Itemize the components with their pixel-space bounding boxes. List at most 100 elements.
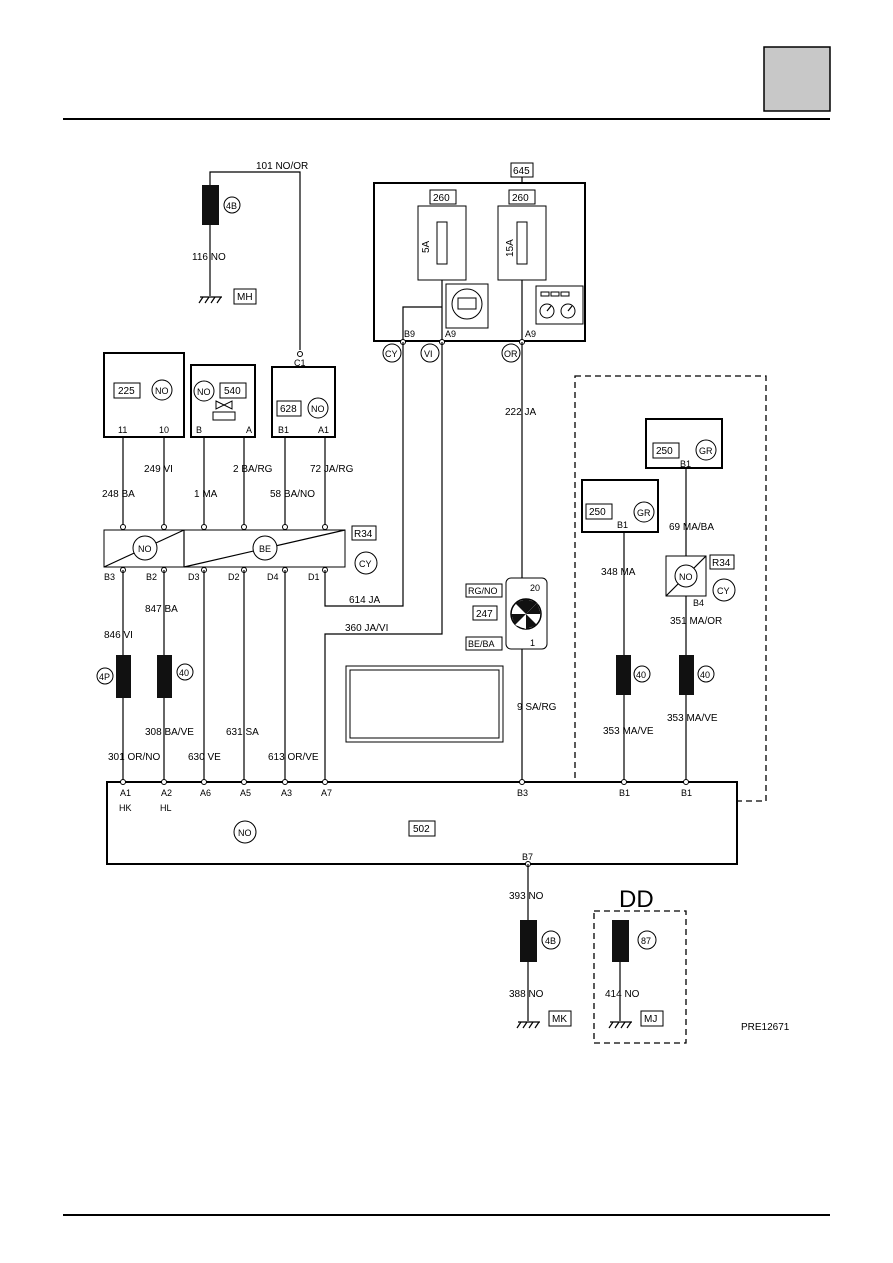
fuse2-id: 260 [512, 193, 529, 204]
pin-r34-d2: D2 [228, 572, 240, 582]
lamp-icon [510, 598, 542, 630]
ground-mj-symbol [608, 1021, 632, 1029]
ground-mh-label: MH [237, 292, 253, 303]
wire-72: 72 JA/RG [310, 464, 354, 475]
wire-222: 222 JA [505, 407, 536, 418]
pin-502-a1: A1 [120, 788, 131, 798]
section-tab [763, 46, 831, 112]
wire-630: 630 VE [188, 752, 221, 763]
r34-right-id: R34 [712, 558, 731, 569]
component-540-color: NO [197, 387, 211, 397]
pin-250-b: B1 [680, 459, 691, 469]
pin-r34-d3: D3 [188, 572, 200, 582]
component-247-id: 247 [476, 609, 493, 620]
pin-628-c1: C1 [294, 358, 306, 368]
r34-main-id: R34 [354, 529, 373, 540]
pin-r34-b3: B3 [104, 572, 115, 582]
wire-393: 393 NO [509, 891, 544, 902]
pin-502-a5: A5 [240, 788, 251, 798]
splice-87 [612, 920, 629, 962]
pin-645-a9-right: A9 [525, 329, 536, 339]
r34-right-inner: NO [679, 572, 693, 582]
splice-4b-top [202, 185, 219, 225]
pin-502-a7: A7 [321, 788, 332, 798]
pin-250-a: B1 [617, 520, 628, 530]
splice-4b-bottom-label: 4B [545, 936, 556, 946]
r34-main-left-color: NO [138, 544, 152, 554]
splice-87-label: 87 [641, 936, 651, 946]
ground-mk-symbol [516, 1021, 540, 1029]
wire-388: 388 NO [509, 989, 544, 1000]
pin-225-10: 10 [159, 425, 169, 435]
splice-4b-bottom [520, 920, 537, 962]
wire-414: 414 NO [605, 989, 640, 1000]
wire-353-a: 353 MA/VE [603, 726, 654, 737]
fuse2-rating: 15A [505, 239, 516, 257]
pin-502-a3: A3 [281, 788, 292, 798]
pin-628-a1: A1 [318, 425, 329, 435]
component-250-b-id: 250 [656, 446, 673, 457]
wire-301: 301 OR/NO [108, 752, 160, 763]
pin-502-b1-right: B1 [681, 788, 692, 798]
pin-540-b: B [196, 425, 202, 435]
pin-502-a6: A6 [200, 788, 211, 798]
component-502-color: NO [238, 828, 252, 838]
component-247-label-bottom: BE/BA [468, 639, 495, 649]
wire-348: 348 MA [601, 567, 636, 578]
splice-40-c [679, 655, 694, 695]
component-247-label-top: RG/NO [468, 586, 498, 596]
pin-645-b9: B9 [404, 329, 415, 339]
component-250-a-color: GR [637, 508, 651, 518]
wire-846: 846 VI [104, 630, 133, 641]
r34-main-color: CY [359, 559, 372, 569]
pin-502-hk: HK [119, 803, 132, 813]
splice-40-b-label: 40 [636, 670, 646, 680]
pin-225-11: 11 [118, 425, 127, 435]
pin-502-hl: HL [160, 803, 172, 813]
variant-label: DD [619, 886, 654, 913]
pin-r34-d1: D1 [308, 572, 320, 582]
pin-502-b7: B7 [522, 852, 533, 862]
wire-248: 248 BA [102, 489, 135, 500]
pin-247-1: 1 [530, 638, 535, 648]
fuse1-rating: 5A [421, 240, 432, 253]
splice-40-a [157, 655, 172, 698]
component-225-color: NO [155, 386, 169, 396]
pin-502-b1-left: B1 [619, 788, 630, 798]
pin-502-b3: B3 [517, 788, 528, 798]
wire-2: 2 BA/RG [233, 464, 273, 475]
component-540-id: 540 [224, 386, 241, 397]
wire-847: 847 BA [145, 604, 178, 615]
pin-540-a: A [246, 425, 252, 435]
component-250-b-color: GR [699, 446, 713, 456]
wire-351: 351 MA/OR [670, 616, 722, 627]
valve-icon [212, 400, 236, 421]
ground-mh-symbol [198, 296, 222, 304]
wire-613: 613 OR/VE [268, 752, 319, 763]
wire-116-label: 116 NO [192, 252, 226, 263]
svg-text:101 NO/OR: 101 NO/OR [256, 161, 308, 172]
wire-353-b: 353 MA/VE [667, 713, 718, 724]
ground-mk-label: MK [552, 1014, 567, 1025]
pin-r34-b2: B2 [146, 572, 157, 582]
diagram-reference: PRE12671 [741, 1022, 790, 1033]
splice-4p-label: 4P [99, 672, 110, 682]
component-628-color: NO [311, 404, 325, 414]
pin-247-20: 20 [530, 583, 540, 593]
pin-645-a9-left: A9 [445, 329, 456, 339]
pin-628-b1: B1 [278, 425, 289, 435]
fuse1-id: 260 [433, 193, 450, 204]
wire-58: 58 BA/NO [270, 489, 315, 500]
ground-mj-label: MJ [644, 1014, 657, 1025]
component-502-id: 502 [413, 824, 430, 835]
pin-502-a2: A2 [161, 788, 172, 798]
wire-360: 360 JA/VI [345, 623, 388, 634]
r34-right-color: CY [717, 586, 730, 596]
r34-main-right-color: BE [259, 544, 271, 554]
component-250-a-id: 250 [589, 507, 606, 518]
splice-40-c-label: 40 [700, 670, 710, 680]
wire-631: 631 SA [226, 727, 259, 738]
conn-or: OR [504, 349, 518, 359]
wire-101: 101 NO/OR [209, 161, 308, 350]
